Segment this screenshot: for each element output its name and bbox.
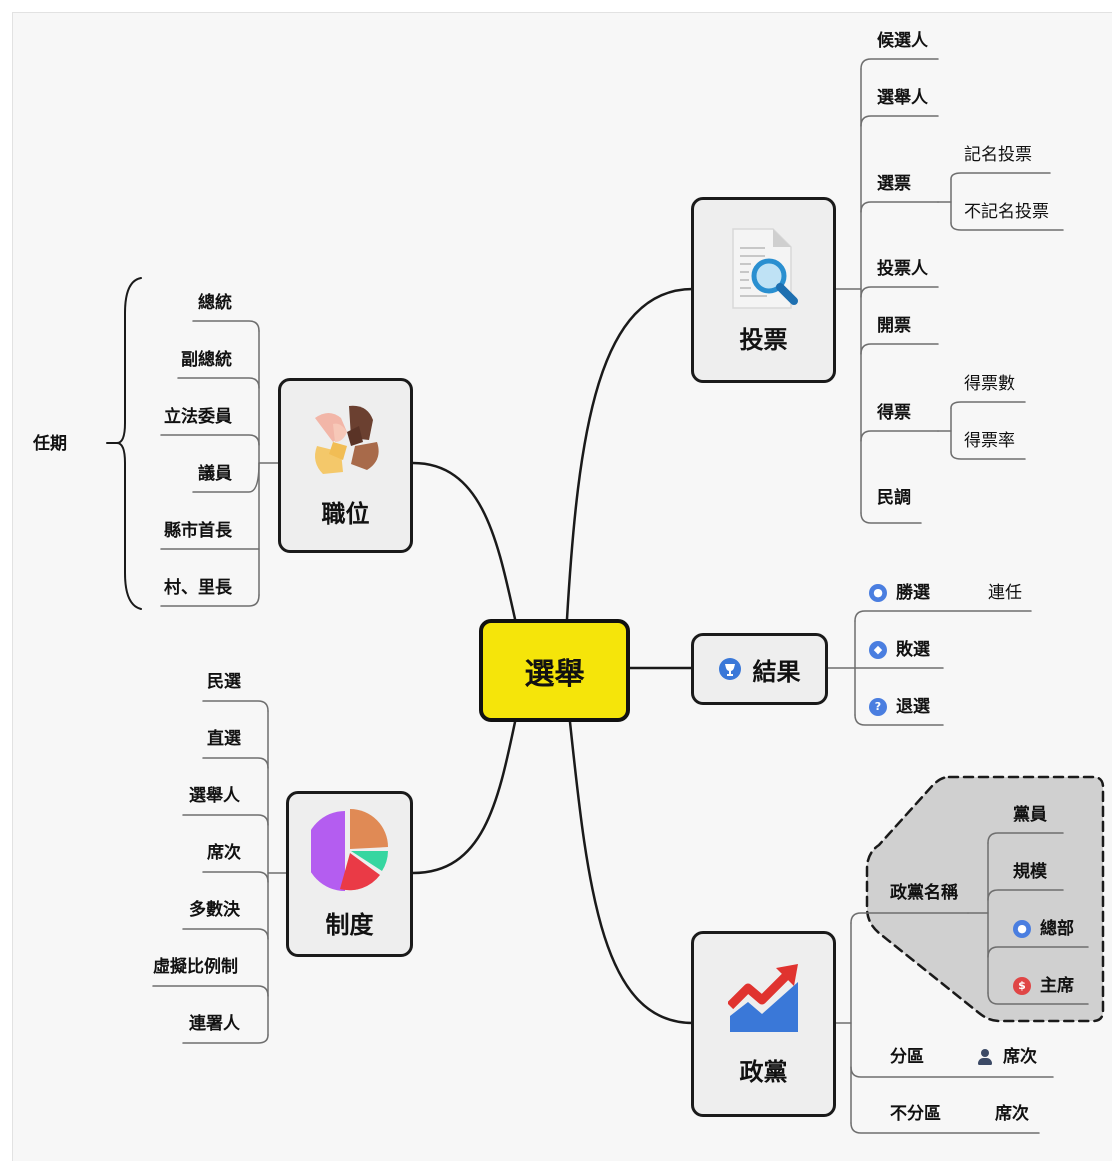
result-item-withdraw[interactable]: ? 退選 bbox=[869, 697, 930, 717]
party-item-non-district-seats[interactable]: 席次 bbox=[995, 1104, 1029, 1124]
voting-item-candidate[interactable]: 候選人 bbox=[877, 31, 928, 51]
system-item-direct-vote[interactable]: 直選 bbox=[207, 729, 241, 749]
position-item-county-mayor[interactable]: 縣市首長 bbox=[164, 521, 232, 541]
party-item-district-seats-label: 席次 bbox=[1003, 1047, 1037, 1067]
question-icon: ? bbox=[869, 698, 887, 716]
voting-item-poll[interactable]: 民調 bbox=[877, 488, 911, 508]
party-item-hq-label: 總部 bbox=[1040, 919, 1074, 939]
person-icon: ● bbox=[1013, 920, 1031, 938]
result-item-win[interactable]: ● 勝選 bbox=[869, 583, 930, 603]
party-item-chair[interactable]: $ 主席 bbox=[1013, 976, 1074, 996]
dollar-icon: $ bbox=[1013, 977, 1031, 995]
position-item-village-chief[interactable]: 村、里長 bbox=[164, 578, 232, 598]
central-topic-label: 選舉 bbox=[524, 656, 585, 692]
voting-item-ballot-anonymous[interactable]: 不記名投票 bbox=[964, 202, 1049, 222]
result-item-withdraw-label: 退選 bbox=[896, 697, 930, 717]
voting-item-voter[interactable]: 投票人 bbox=[877, 259, 928, 279]
voting-item-ballot[interactable]: 選票 bbox=[877, 174, 911, 194]
party-item-members[interactable]: 黨員 bbox=[1013, 805, 1047, 825]
voting-item-votes[interactable]: 得票 bbox=[877, 403, 911, 423]
system-item-seats[interactable]: 席次 bbox=[207, 843, 241, 863]
voting-item-elector[interactable]: 選舉人 bbox=[877, 88, 928, 108]
voting-item-ballot-named[interactable]: 記名投票 bbox=[964, 145, 1032, 165]
position-item-vice-president[interactable]: 副總統 bbox=[181, 350, 232, 370]
topic-result-label: 結果 bbox=[752, 657, 801, 686]
flag-icon: ◆ bbox=[869, 641, 887, 659]
party-item-name[interactable]: 政黨名稱 bbox=[890, 883, 958, 903]
result-item-lose[interactable]: ◆ 敗選 bbox=[869, 640, 930, 660]
position-item-president[interactable]: 總統 bbox=[198, 293, 232, 313]
trend-chart-icon bbox=[727, 963, 798, 1032]
party-item-hq[interactable]: ● 總部 bbox=[1013, 919, 1074, 939]
system-item-majority[interactable]: 多數決 bbox=[189, 900, 240, 920]
system-item-elector[interactable]: 選舉人 bbox=[189, 786, 240, 806]
mind-map-canvas: 選舉 投票 結果 政黨 職位 制度 候選人 選舉人 選 bbox=[12, 12, 1112, 1161]
system-item-proportional[interactable]: 虛擬比例制 bbox=[153, 957, 238, 977]
voting-item-counting[interactable]: 開票 bbox=[877, 316, 911, 336]
joined-hands-icon bbox=[314, 405, 379, 474]
topic-system[interactable]: 制度 bbox=[286, 791, 413, 957]
user-icon bbox=[977, 1049, 993, 1065]
connector-lines bbox=[106, 58, 1105, 1134]
topic-party-label: 政黨 bbox=[739, 1057, 788, 1086]
topic-voting-label: 投票 bbox=[739, 325, 788, 354]
party-item-chair-label: 主席 bbox=[1040, 976, 1074, 996]
party-boundary bbox=[865, 775, 1105, 1023]
topic-voting[interactable]: 投票 bbox=[691, 197, 836, 383]
party-item-non-district[interactable]: 不分區 bbox=[890, 1104, 941, 1124]
position-term-label[interactable]: 任期 bbox=[33, 434, 67, 454]
topic-position-label: 職位 bbox=[321, 500, 370, 528]
result-item-reelect[interactable]: 連任 bbox=[988, 583, 1022, 603]
result-item-lose-label: 敗選 bbox=[896, 640, 930, 660]
party-item-district-seats[interactable]: 席次 bbox=[977, 1047, 1037, 1067]
topic-system-label: 制度 bbox=[325, 910, 374, 939]
trophy-icon bbox=[718, 658, 741, 680]
position-item-legislator[interactable]: 立法委員 bbox=[164, 407, 232, 427]
topic-position[interactable]: 職位 bbox=[278, 378, 413, 553]
system-item-popular-vote[interactable]: 民選 bbox=[207, 672, 241, 692]
voting-item-votes-rate[interactable]: 得票率 bbox=[964, 431, 1015, 451]
document-search-icon bbox=[731, 227, 798, 309]
result-item-win-label: 勝選 bbox=[896, 583, 930, 603]
topic-result[interactable]: 結果 bbox=[691, 633, 828, 705]
voting-item-votes-count[interactable]: 得票數 bbox=[964, 374, 1015, 394]
central-topic-election[interactable]: 選舉 bbox=[479, 619, 630, 722]
pie-chart-icon bbox=[310, 808, 388, 891]
position-item-councilor[interactable]: 議員 bbox=[198, 464, 232, 484]
topic-party[interactable]: 政黨 bbox=[691, 931, 836, 1117]
party-item-scale[interactable]: 規模 bbox=[1013, 862, 1047, 882]
party-item-district[interactable]: 分區 bbox=[890, 1047, 924, 1067]
person-icon: ● bbox=[869, 584, 887, 602]
system-item-petitioner[interactable]: 連署人 bbox=[189, 1014, 240, 1034]
